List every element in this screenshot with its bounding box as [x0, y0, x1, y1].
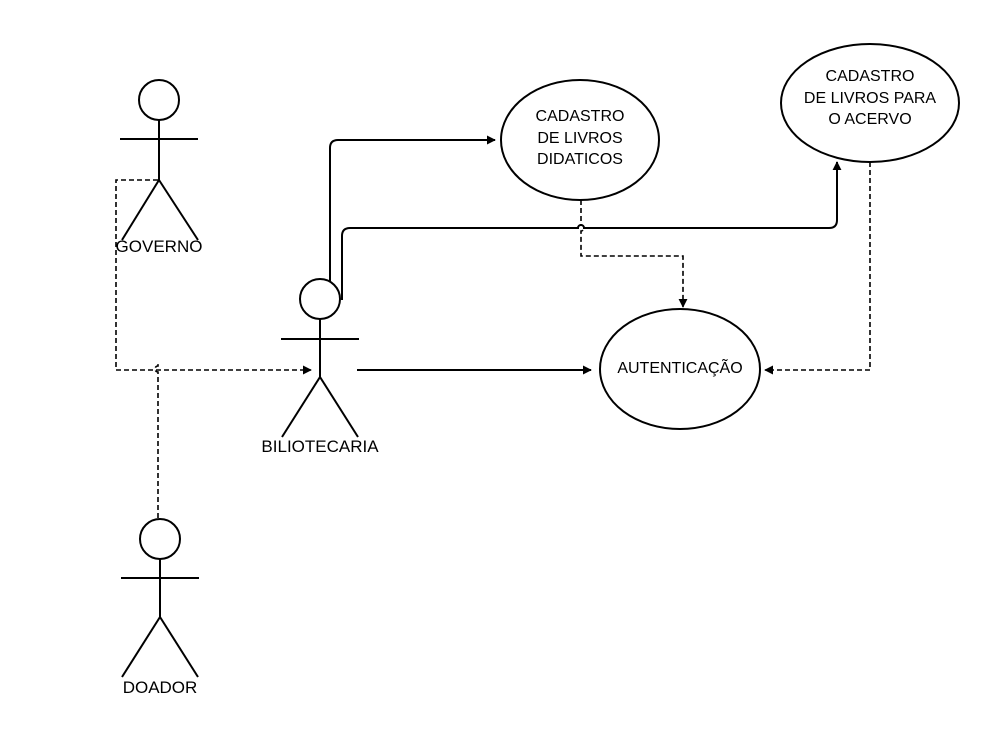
actor-right-leg	[159, 616, 199, 678]
acervo-to-autenticacao-connector	[764, 162, 871, 375]
actor-right-leg	[319, 376, 359, 438]
actor-bibliotecaria	[281, 278, 359, 438]
usecase-label-line: CADASTRO	[536, 108, 625, 125]
actor-right-leg	[158, 179, 199, 241]
actor-governo	[120, 79, 199, 241]
actor-doador	[121, 518, 199, 678]
actor-doador-label: DOADOR	[123, 678, 198, 697]
usecase-label-line: DE LIVROS PARA	[804, 90, 937, 107]
usecase-label-line: DIDATICOS	[537, 151, 623, 168]
actor-left-leg	[281, 376, 321, 438]
usecase-label-line: AUTENTICAÇÃO	[617, 357, 742, 377]
usecase-autenticacao: AUTENTICAÇÃO	[599, 308, 761, 430]
actor-bibliotecaria-label: BILIOTECARIA	[261, 437, 379, 456]
usecase-cadastro-acervo: CADASTRO DE LIVROS PARA O ACERVO	[780, 43, 960, 163]
didaticos-to-autenticacao-connector	[580, 200, 688, 308]
connectors	[115, 135, 871, 518]
actor-head	[299, 278, 341, 320]
usecase-ellipse	[780, 43, 960, 163]
usecase-cadastro-didaticos: CADASTRO DE LIVROS DIDATICOS	[500, 79, 660, 201]
usecase-label-line: O ACERVO	[828, 111, 911, 128]
actor-head	[138, 79, 180, 121]
usecase-ellipse	[599, 308, 761, 430]
governo-to-bibliotecaria-connector	[115, 179, 312, 375]
actor-left-leg	[121, 179, 160, 241]
actor-head	[139, 518, 181, 560]
usecase-label-line: CADASTRO	[826, 68, 915, 85]
bibliotecaria-to-didaticos-connector	[329, 135, 496, 282]
usecase-ellipse	[500, 79, 660, 201]
actor-left-leg	[121, 616, 161, 678]
actor-governo-label: GOVERNO	[116, 237, 203, 256]
usecase-label-line: DE LIVROS	[537, 130, 622, 147]
doador-to-bibliotecaria-connector	[154, 364, 159, 518]
